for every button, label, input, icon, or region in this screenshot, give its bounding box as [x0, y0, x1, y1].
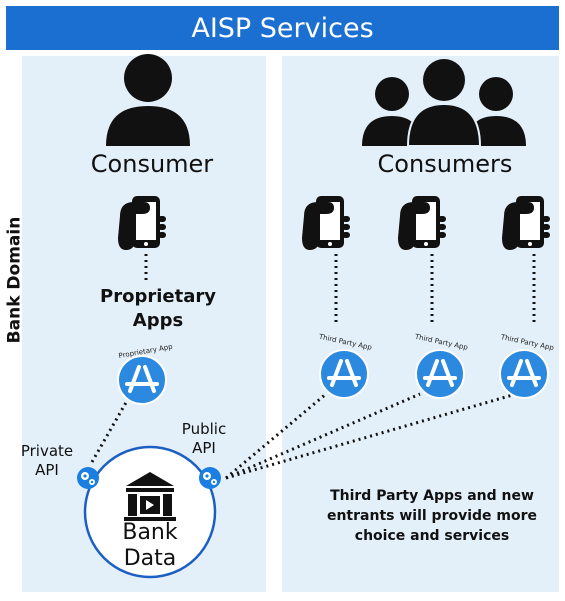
third-party-app-icon-label: Third Party App [413, 333, 469, 352]
gear-icon [199, 467, 221, 489]
gear-icon [77, 467, 99, 489]
app-store-icon [414, 348, 466, 400]
header-banner: AISP Services [6, 6, 559, 50]
private-api-link [90, 391, 134, 463]
phone-to-app-links [144, 254, 536, 322]
bank-data-label: Bank Data [122, 520, 178, 571]
public-api-links [225, 392, 517, 480]
third-party-app-icon-label: Third Party App [317, 333, 373, 352]
public-api-label: Public API [181, 420, 227, 457]
app-store-icon [318, 348, 370, 400]
person-icon [106, 54, 190, 146]
hand-phone-icon [398, 196, 446, 250]
private-api-label: Private API [20, 442, 74, 479]
people-group-icon [362, 59, 526, 147]
diagram-title: AISP Services [191, 12, 374, 44]
proprietary-apps-label: Proprietary Apps [100, 286, 216, 331]
app-store-icon [498, 348, 550, 400]
bank-icon [124, 472, 176, 521]
hand-phone-icon [502, 196, 550, 250]
app-store-icon [116, 354, 168, 406]
consumers-label: Consumers [377, 150, 513, 178]
hand-phone-icon [302, 196, 350, 250]
third-party-note: Third Party Apps and new entrants will p… [326, 488, 538, 544]
consumer-label: Consumer [90, 150, 214, 178]
hand-phone-icon [118, 196, 166, 250]
